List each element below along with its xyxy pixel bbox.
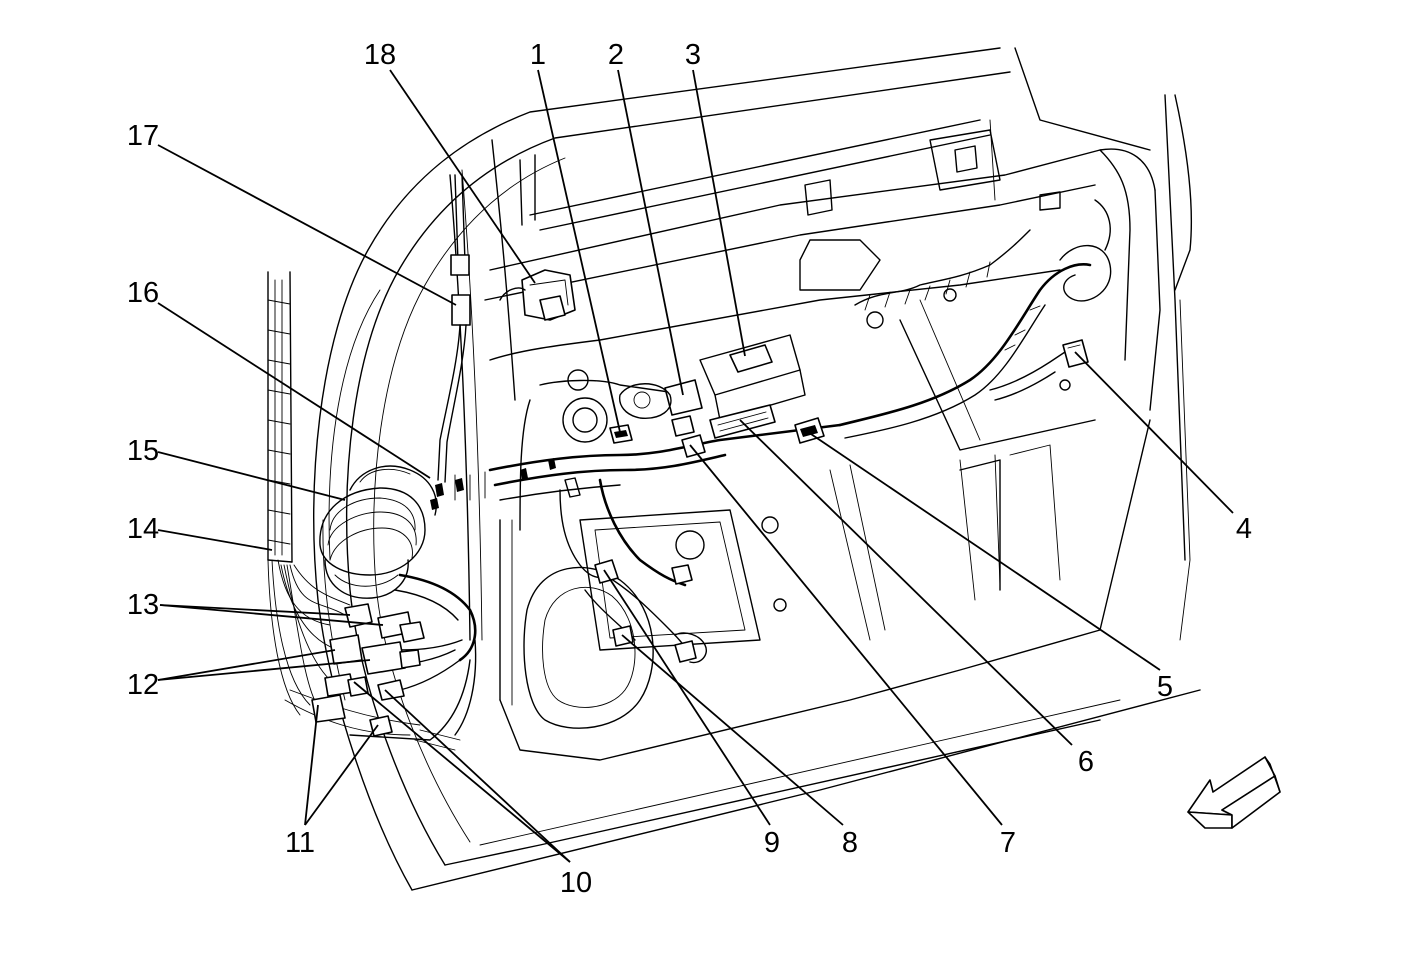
leader-17 [157, 144, 457, 306]
callout-7: 7 [1000, 827, 1016, 859]
leader-1 [537, 69, 621, 433]
leader-5 [807, 431, 1161, 671]
callout-5: 5 [1157, 671, 1173, 703]
callout-1: 1 [530, 39, 546, 71]
callout-4: 4 [1236, 513, 1252, 545]
leader-15 [157, 451, 346, 501]
harness-conduit [267, 271, 293, 563]
leader-7 [689, 444, 1003, 826]
callout-12: 12 [127, 669, 159, 701]
callout-2: 2 [608, 39, 624, 71]
door-outer-shell [313, 47, 1201, 891]
inner-door-panel [484, 119, 1161, 761]
leader-6 [739, 419, 1073, 746]
callout-14: 14 [127, 513, 159, 545]
leader-3 [692, 69, 746, 357]
callout-leaders [157, 69, 1234, 863]
callout-13: 13 [127, 589, 159, 621]
callout-8: 8 [842, 827, 858, 859]
leader-4 [1074, 351, 1234, 514]
leader-10a [353, 681, 571, 863]
leader-8 [621, 634, 844, 826]
callout-15: 15 [127, 435, 159, 467]
callout-17: 17 [127, 120, 159, 152]
leader-18 [389, 69, 536, 284]
leader-14 [157, 529, 273, 551]
leader-10b [384, 689, 571, 863]
callout-10: 10 [560, 867, 592, 899]
callout-3: 3 [685, 39, 701, 71]
forward-direction-arrow [1187, 756, 1281, 829]
leader-11b [304, 724, 379, 826]
callout-labels: 1 2 3 4 5 6 7 8 9 10 11 12 13 14 15 16 1… [127, 39, 1252, 899]
leader-13b [159, 604, 384, 626]
callout-18: 18 [364, 39, 396, 71]
leader-12b [157, 659, 371, 681]
callout-9: 9 [764, 827, 780, 859]
callout-11: 11 [285, 827, 315, 859]
leader-12a [157, 649, 336, 681]
callout-16: 16 [127, 277, 159, 309]
leader-16 [157, 302, 431, 479]
callout-6: 6 [1078, 746, 1094, 778]
leader-2 [617, 69, 684, 396]
door-edge-harness [437, 174, 471, 483]
leader-9 [603, 569, 771, 826]
leader-13a [159, 604, 351, 616]
leader-11a [304, 704, 319, 826]
